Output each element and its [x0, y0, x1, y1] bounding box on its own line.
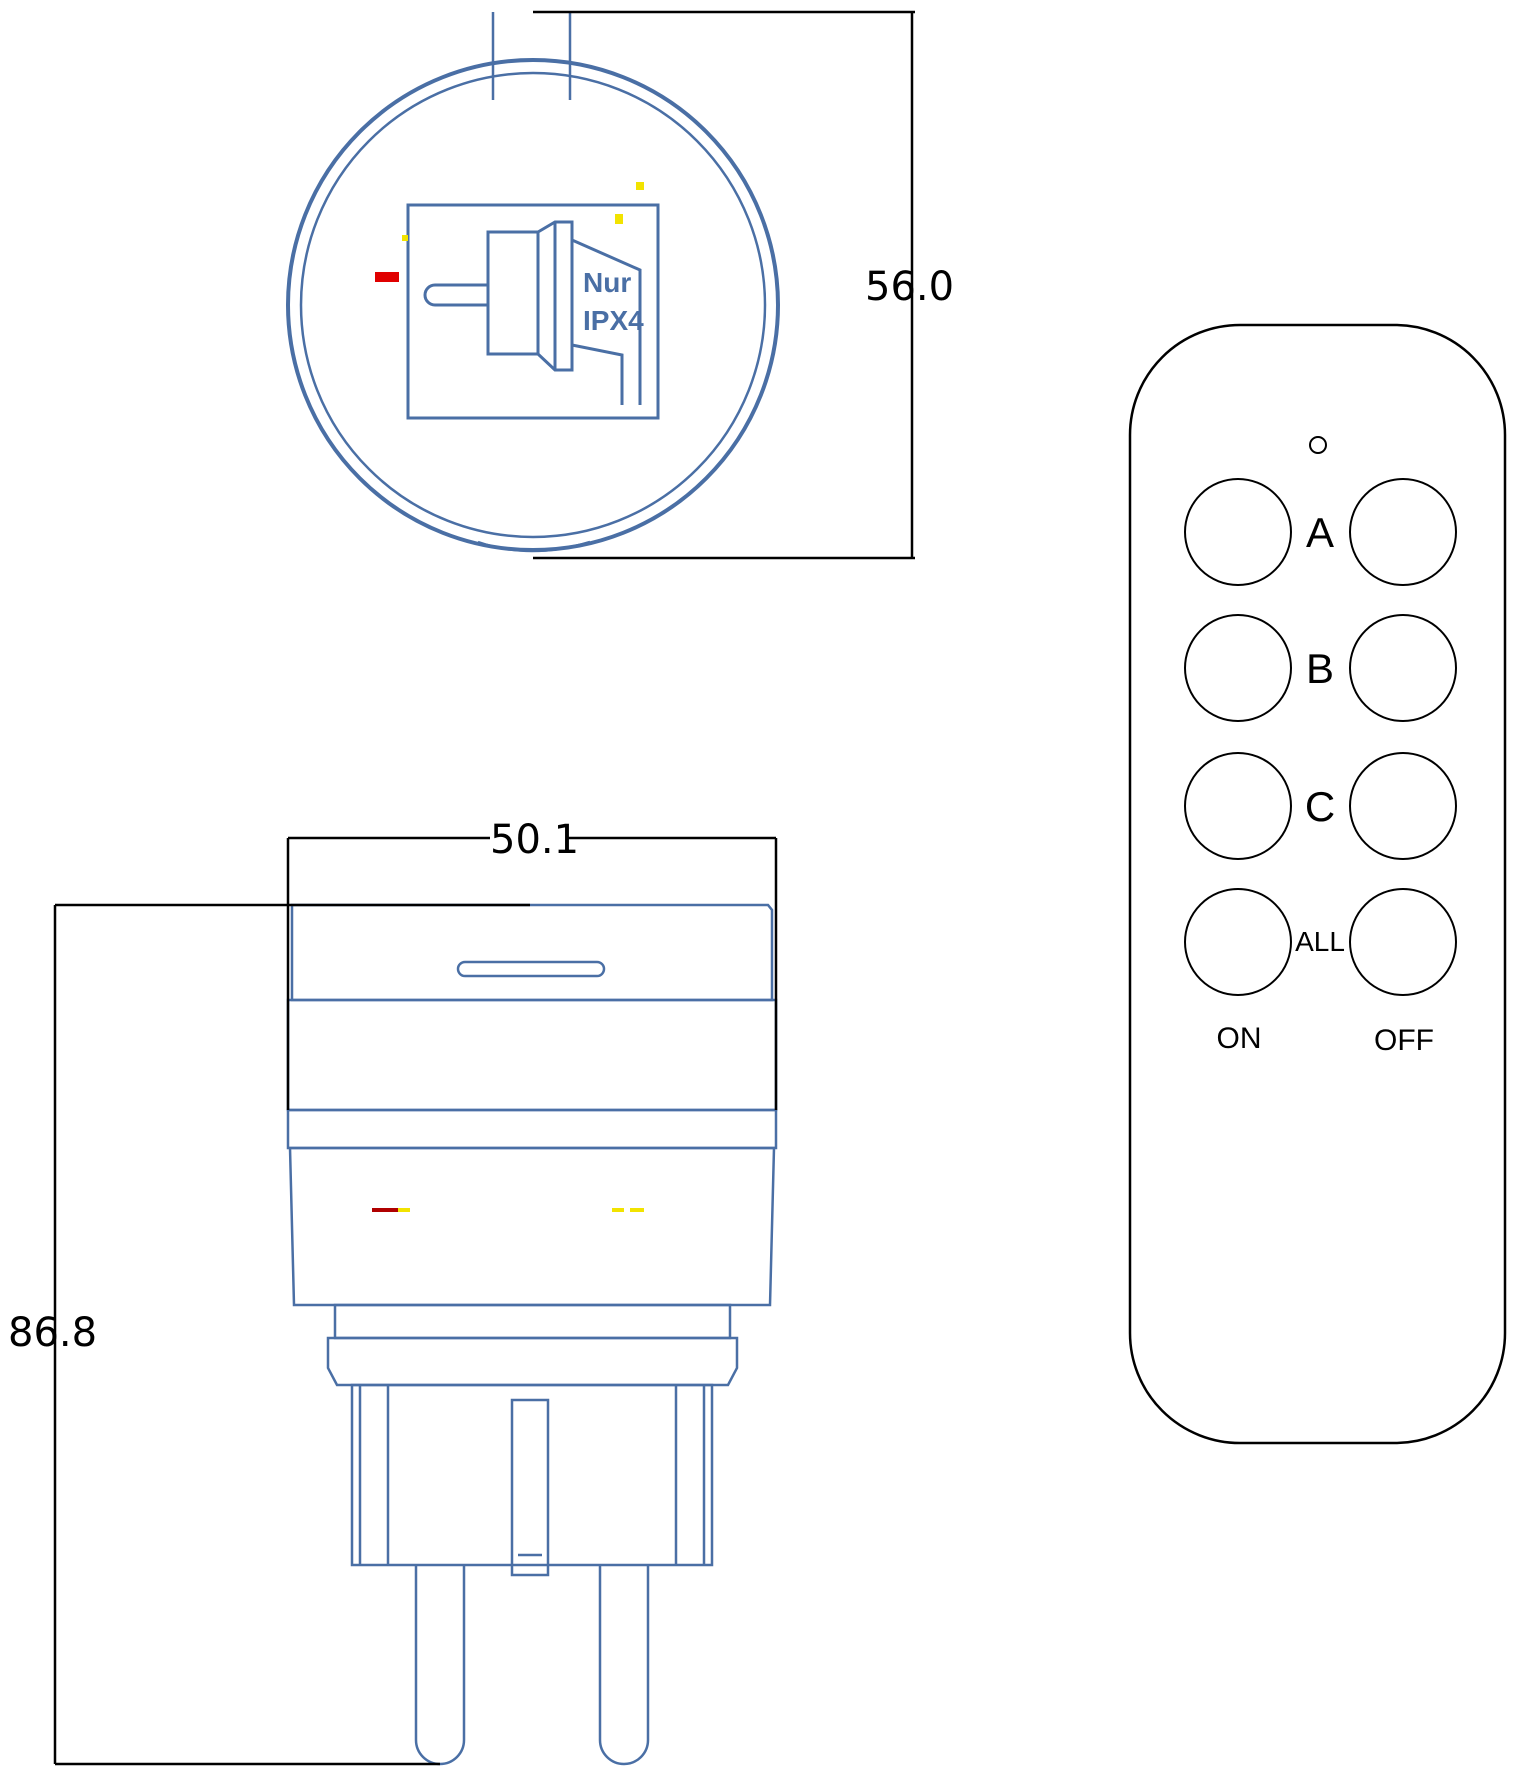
button-b-off[interactable]	[1349, 614, 1457, 722]
remote-control: A B C ALL ON OFF	[1128, 323, 1507, 1445]
dimension-label-height-side: 86.8	[8, 1310, 97, 1356]
top-cap	[290, 903, 774, 1002]
top-tab	[491, 12, 572, 100]
inner-ring	[299, 71, 767, 539]
mid-band	[286, 1108, 778, 1150]
yellow-indicator	[398, 1208, 410, 1212]
dimension-56	[533, 10, 915, 560]
button-a-off[interactable]	[1349, 478, 1457, 586]
dimension-label-height-top: 56.0	[865, 264, 954, 310]
dimension-label-width: 50.1	[490, 817, 579, 863]
button-c-off[interactable]	[1349, 752, 1457, 860]
dimension-50	[286, 836, 778, 1110]
yellow-indicator	[615, 214, 623, 224]
red-indicator	[372, 1208, 398, 1212]
top-slot	[456, 960, 606, 978]
left-pin	[414, 1565, 466, 1766]
yellow-indicator	[612, 1208, 624, 1212]
upper-body	[286, 998, 778, 1112]
plug-symbol-icon	[423, 220, 642, 405]
collar-ring	[326, 1336, 739, 1387]
plug-base	[350, 1383, 714, 1567]
earth-clip	[510, 1398, 550, 1577]
button-c-on[interactable]	[1184, 752, 1292, 860]
channel-label-all: ALL	[1295, 926, 1345, 957]
marking-ipx4: IPX4	[583, 305, 644, 336]
yellow-indicator	[636, 182, 644, 190]
plug-base-inner	[358, 1385, 706, 1565]
top-view-drawing: Nur IPX4	[286, 12, 780, 553]
collar	[333, 1303, 732, 1340]
remote-body	[1128, 323, 1507, 1445]
led-indicator-icon	[1309, 436, 1327, 454]
channel-label-c: C	[1305, 783, 1335, 830]
lower-body	[288, 1146, 776, 1307]
button-all-off[interactable]	[1349, 888, 1457, 996]
button-all-on[interactable]	[1184, 888, 1292, 996]
dimension-86	[53, 903, 530, 1766]
button-a-on[interactable]	[1184, 478, 1292, 586]
button-b-on[interactable]	[1184, 614, 1292, 722]
yellow-indicator	[630, 1208, 644, 1212]
channel-label-b: B	[1306, 645, 1334, 692]
yellow-indicator	[402, 235, 408, 241]
marking-plate	[406, 203, 660, 420]
on-label: ON	[1217, 1022, 1262, 1055]
side-view-drawing	[286, 903, 778, 1766]
channel-label-a: A	[1306, 509, 1334, 556]
outer-ring	[286, 58, 780, 552]
red-indicator	[375, 272, 399, 282]
off-label: OFF	[1374, 1024, 1434, 1057]
marking-nur: Nur	[583, 267, 631, 298]
right-pin	[598, 1565, 650, 1766]
